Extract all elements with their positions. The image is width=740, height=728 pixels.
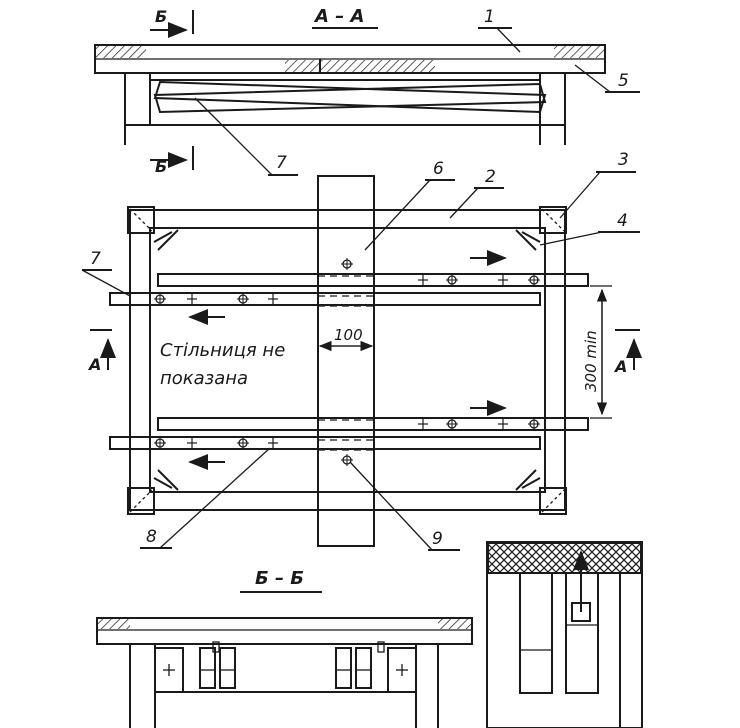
cut-mark-a-right-group: А — [613, 329, 642, 376]
tabletop-bb — [96, 617, 473, 645]
slide-bar-lower-left — [109, 436, 541, 450]
cut-mark-b-top: Б — [155, 7, 167, 26]
brace-tr — [515, 229, 541, 251]
plan-view: 100 300 min Стільниця не показана А А — [81, 150, 642, 551]
corner-post-tl — [127, 206, 155, 234]
callout-4: 4 — [617, 211, 628, 231]
callout-7-top: 7 — [276, 153, 287, 173]
pin-icon — [154, 437, 166, 449]
callout-9-group: 9 — [349, 461, 460, 551]
detail-tabletop — [487, 542, 642, 574]
dimension-gap-label: 300 min — [582, 330, 600, 392]
leader-7-top — [194, 97, 273, 176]
pin-icon — [237, 293, 249, 305]
leader-2 — [449, 187, 479, 219]
pin-icon — [528, 274, 540, 286]
dimension-width: 100 — [318, 326, 374, 352]
post-diag-tr — [541, 208, 565, 232]
fastener-marks — [154, 258, 540, 466]
center-board — [317, 175, 375, 547]
cut-mark-a-left-group: А — [87, 329, 116, 374]
callout-6: 6 — [433, 159, 444, 179]
slide-bar-b — [153, 80, 547, 114]
corner-post-bl — [127, 487, 155, 515]
detail-rail-left — [519, 572, 553, 694]
tabletop-hatch-left — [96, 46, 146, 58]
post-diag-tl — [129, 208, 153, 232]
corner-post-tr — [539, 206, 567, 234]
section-bb-title: Б – Б — [255, 568, 304, 589]
callout-5: 5 — [618, 71, 629, 91]
pin-icon — [446, 418, 458, 430]
leader-9 — [349, 461, 433, 551]
brace-bl — [153, 469, 179, 491]
corner-posts — [127, 206, 567, 515]
callout-4-group: 4 — [539, 211, 640, 246]
callout-8-group: 8 — [140, 447, 271, 549]
callout-8: 8 — [146, 527, 157, 547]
tabletop-hatch-right — [554, 46, 604, 58]
callout-7-mid-group: 7 — [81, 249, 131, 297]
section-bb-view: Б – Б — [96, 568, 473, 728]
detail-view — [486, 541, 643, 728]
slide-bar-upper-left — [109, 292, 541, 306]
section-aa-title: А – А — [313, 6, 364, 27]
cut-mark-b-bottom: Б — [155, 157, 167, 176]
plus-icon — [187, 275, 508, 448]
leader-8 — [159, 447, 271, 549]
corner-post-br — [539, 487, 567, 515]
bb-rail-l2 — [219, 647, 236, 689]
callout-6-group: 6 — [364, 159, 455, 251]
slide-bar-a — [153, 82, 547, 114]
tabletop-hatch-center — [285, 60, 435, 72]
callout-1: 1 — [484, 7, 495, 27]
center-board-hidden-lines — [318, 209, 374, 511]
leader-1 — [496, 27, 521, 53]
pin-icon — [341, 454, 353, 466]
callout-2-group: 2 — [449, 167, 504, 219]
pin-icon — [154, 293, 166, 305]
dimension-gap: 300 min — [582, 285, 612, 419]
brace-br — [515, 469, 541, 491]
pin-icon — [446, 274, 458, 286]
corner-braces — [153, 229, 541, 491]
leader-6 — [364, 179, 431, 251]
bb-rail-r1 — [335, 647, 352, 689]
leader-7-mid — [81, 269, 131, 297]
pin-icon — [237, 437, 249, 449]
bb-rail-l1 — [199, 647, 216, 689]
post-diag-bl — [129, 489, 153, 513]
bb-pin-right — [377, 641, 385, 653]
tabletop-bb-hatch-right — [438, 619, 471, 629]
leader-3 — [559, 171, 601, 219]
dimension-width-label: 100 — [334, 326, 363, 344]
leader-4 — [539, 231, 603, 246]
callout-9: 9 — [432, 529, 443, 549]
cut-mark-a-left: А — [87, 355, 101, 374]
leader-5 — [574, 64, 611, 93]
callout-7-mid: 7 — [90, 249, 101, 269]
movement-arrows — [188, 250, 507, 470]
cut-mark-a-right: А — [613, 357, 627, 376]
bb-pin-left — [212, 641, 220, 653]
post-diag-br — [541, 489, 565, 513]
note-line-1: Стільниця не — [160, 340, 285, 361]
pin-icon — [341, 258, 353, 270]
callout-2: 2 — [485, 167, 496, 187]
callout-3-group: 3 — [559, 150, 636, 219]
section-aa-view: А – А Б Б 1 — [94, 6, 640, 176]
callout-3: 3 — [618, 150, 629, 170]
brace-tl — [153, 229, 179, 251]
note-line-2: показана — [160, 368, 248, 389]
bb-rail-r2 — [355, 647, 372, 689]
tabletop-bb-hatch-left — [98, 619, 130, 629]
pin-icon — [528, 418, 540, 430]
